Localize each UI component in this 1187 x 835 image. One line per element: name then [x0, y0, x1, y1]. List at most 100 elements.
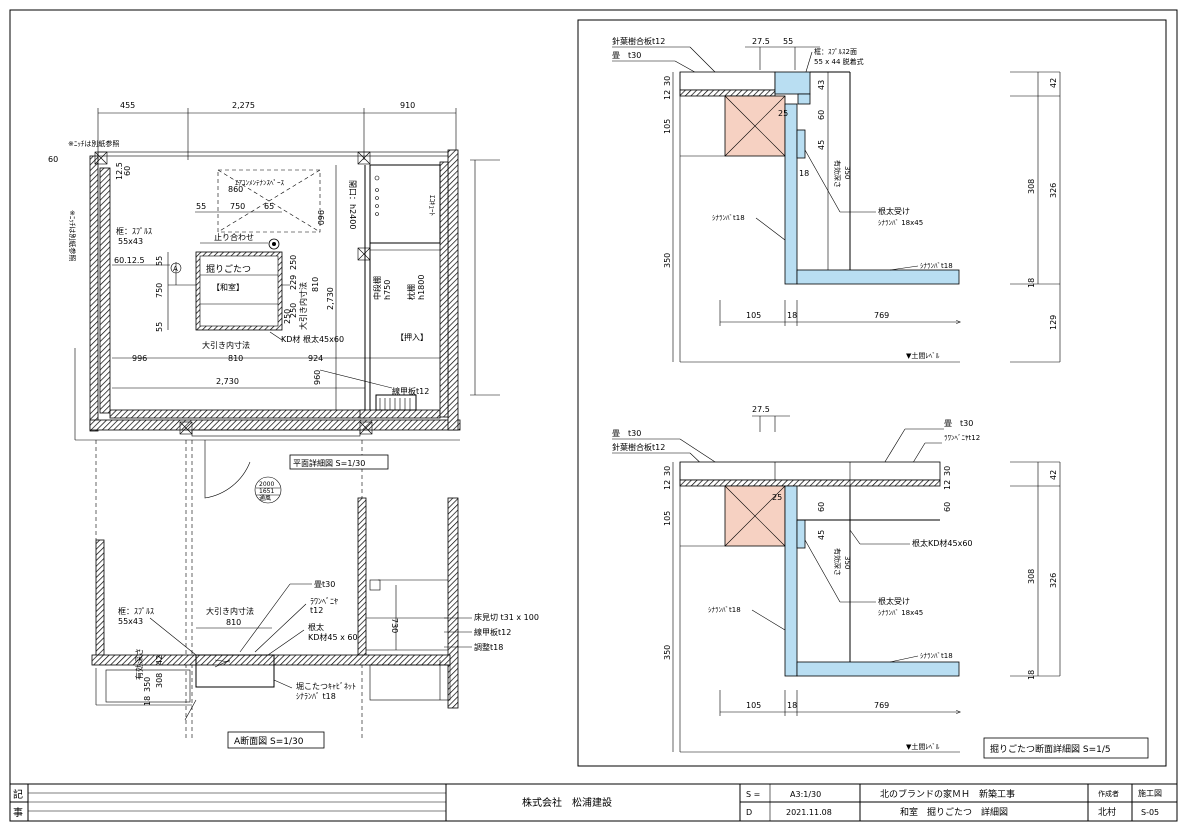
section-dim-18: 18 — [143, 696, 152, 706]
section-joist: 根太 — [308, 622, 324, 632]
section-dim-810: 810 — [226, 618, 241, 627]
stop-joint-label: 止り合わせ — [214, 232, 254, 242]
niche-note-side: ※ﾆｯﾁは別紙参照 — [68, 210, 77, 261]
section-tatami: 畳t30 — [314, 580, 335, 589]
pillow-shelf-label: 枕棚 — [406, 284, 416, 300]
section-a: 框：ｽﾌﾟﾙｽ 55x43 大引き内寸法 810 畳t30 ﾗﾜﾝﾍﾞﾆﾔ t1… — [91, 497, 539, 749]
dim-750-top: 750 — [230, 202, 245, 211]
sheet-border — [9, 9, 1178, 822]
dim-750-left: 750 — [155, 283, 164, 298]
section-cabinet-mat: ｼﾅﾗﾝﾊﾞ t18 — [296, 692, 336, 701]
d2-dim-30-right: 30 — [943, 466, 952, 476]
d1-dim-30: 30 — [663, 76, 672, 86]
d2-tatami-left: 畳 t30 — [612, 429, 641, 438]
dim-65: 65 — [264, 202, 274, 211]
section-cabinet: 堀こたつｷｬﾋﾞﾈｯﾄ — [296, 682, 356, 691]
d1-plywood: 針葉樹合板t12 — [612, 36, 665, 46]
section-lauan-t: t12 — [310, 606, 323, 615]
section-eff-depth: 有効深さ — [134, 648, 144, 680]
d1-eff-depth: 有効深さ — [833, 160, 842, 188]
opening-height: 開口：h2400 — [348, 180, 357, 229]
d2-dim-27-5: 27.5 — [752, 405, 770, 414]
plan-edge-board: 線甲板t12 — [392, 386, 429, 396]
d1-eff-350: 350 — [843, 166, 851, 179]
d1-bottom-769: 769 — [874, 311, 889, 320]
oshiire-label: 【押入】 — [396, 332, 428, 342]
d1-tatami: 畳 t30 — [612, 51, 641, 60]
tb-date: 2021.11.08 — [786, 808, 832, 817]
section-dim-730: 730 — [390, 618, 399, 633]
d2-plywood: 針葉樹合板t12 — [612, 442, 665, 452]
dim-2730-v: 2,730 — [326, 287, 335, 310]
dim-250-b: 250 — [289, 255, 298, 270]
d1-shina-a: ｼﾅﾗﾝﾊﾞt18 — [712, 214, 745, 222]
d2-bottom-18: 18 — [787, 701, 797, 710]
d2-lauan: ﾗﾜﾝﾍﾞﾆﾔt12 — [944, 434, 980, 442]
d2-dim-18-right: 18 — [1027, 670, 1036, 680]
d2-dim-105: 105 — [663, 511, 672, 526]
dim-860: 860 — [228, 185, 243, 194]
tb-ji: 事 — [13, 806, 23, 819]
d1-dim-43: 43 — [817, 80, 826, 90]
dim-960-top: 960 — [316, 210, 325, 225]
kd-joist-label: KD材 根太45x60 — [281, 334, 344, 344]
d1-dim-308: 308 — [1027, 179, 1036, 194]
dim-455: 455 — [120, 101, 135, 110]
tb-scale-label: S = — [746, 790, 760, 799]
mid-shelf-label: 中段棚 — [372, 276, 382, 300]
d2-shina-a: ｼﾅﾗﾝﾊﾞt18 — [708, 606, 741, 614]
tb-drawing-name: 和室 掘りごたつ 詳細図 — [900, 806, 1008, 818]
d1-dim-105: 105 — [663, 119, 672, 134]
d2-joist-receiver-size: ｼﾅﾗﾝﾊﾞ 18x45 — [878, 609, 923, 617]
plan-frame-size: 55x43 — [118, 237, 143, 246]
dim-250-a: 250 — [289, 303, 298, 318]
d1-dim-18: 18 — [799, 169, 809, 178]
dim-60-left: 60 — [48, 155, 58, 164]
title-block: 記 事 株式会社 松浦建設 S = A3:1/30 D 2021.11.08 北… — [10, 783, 1177, 821]
door-info-1: 2000 — [259, 481, 274, 488]
niche-note: ※ﾆｯﾁは別紙参照 — [68, 139, 119, 148]
d2-ground-level: ▼土間ﾚﾍﾞﾙ — [906, 742, 940, 751]
section-lauan: ﾗﾜﾝﾍﾞﾆﾔ — [310, 597, 338, 606]
section-dim-42: 42 — [155, 655, 164, 665]
d1-dim-45: 45 — [817, 140, 826, 150]
d2-dim-350: 350 — [663, 645, 672, 660]
washitsu-label: 【和室】 — [212, 282, 244, 292]
section-joist-size: KD材45 x 60 — [308, 632, 358, 642]
d2-bottom-105: 105 — [746, 701, 761, 710]
d2-tatami-right: 畳 t30 — [944, 419, 973, 428]
d1-shina-b: ｼﾅﾗﾝﾊﾞt18 — [920, 262, 953, 270]
plan-frame-label: 框：ｽﾌﾟﾙｽ — [116, 226, 152, 236]
d1-joist-receiver-size: ｼﾅﾗﾝﾊﾞ 18x45 — [878, 219, 923, 227]
d1-bottom-105: 105 — [746, 311, 761, 320]
tb-number: S-05 — [1141, 808, 1159, 817]
d2-dim-326: 326 — [1049, 573, 1058, 588]
dim-229: 229 — [289, 275, 298, 290]
dim-60-12-5: 60.12.5 — [114, 256, 145, 265]
tb-scale: A3:1/30 — [790, 790, 821, 799]
section-frame-size: 55x43 — [118, 617, 143, 626]
tb-project: 北のブランドの家ＭＨ 新築工事 — [880, 788, 1015, 800]
dim-960-bottom: 960 — [313, 370, 322, 385]
detail-frame — [577, 19, 1167, 767]
dim-55-left-a: 55 — [155, 256, 164, 266]
d2-dim-60: 60 — [817, 502, 826, 512]
tb-author-label: 作成者 — [1098, 789, 1119, 798]
aircon-space: ｴｱｺﾝﾒﾝﾃﾅﾝｽﾍﾟｰｽ — [235, 179, 284, 187]
dim-910: 910 — [400, 101, 415, 110]
plan-inner-dim-v: 大引き内寸法 — [298, 282, 308, 330]
dim-12-5: 12.5 — [115, 162, 124, 180]
dim-55-left-b: 55 — [155, 322, 164, 332]
section-dim-350: 350 — [143, 677, 152, 692]
d1-dim-18-right: 18 — [1027, 278, 1036, 288]
detail-section-2: 27.5 畳 t30 針葉樹合板t12 畳 t30 ﾗﾜﾝﾍﾞﾆﾔt12 12 … — [612, 405, 1149, 759]
d1-dim-129: 129 — [1049, 315, 1058, 330]
detail-title: 掘りごたつ断面詳細図 S=1/5 — [990, 743, 1111, 755]
plan-detail: 455 2,275 910 ※ﾆｯﾁは別紙参照 ※ﾆｯﾁは別紙参照 60 — [48, 101, 500, 740]
dim-810-v: 810 — [311, 277, 320, 292]
eco-cute: ｴｺｷｭｰﾄ — [428, 195, 436, 216]
dim-2275: 2,275 — [232, 101, 255, 110]
section-frame-label: 框：ｽﾌﾟﾙｽ — [118, 606, 154, 616]
